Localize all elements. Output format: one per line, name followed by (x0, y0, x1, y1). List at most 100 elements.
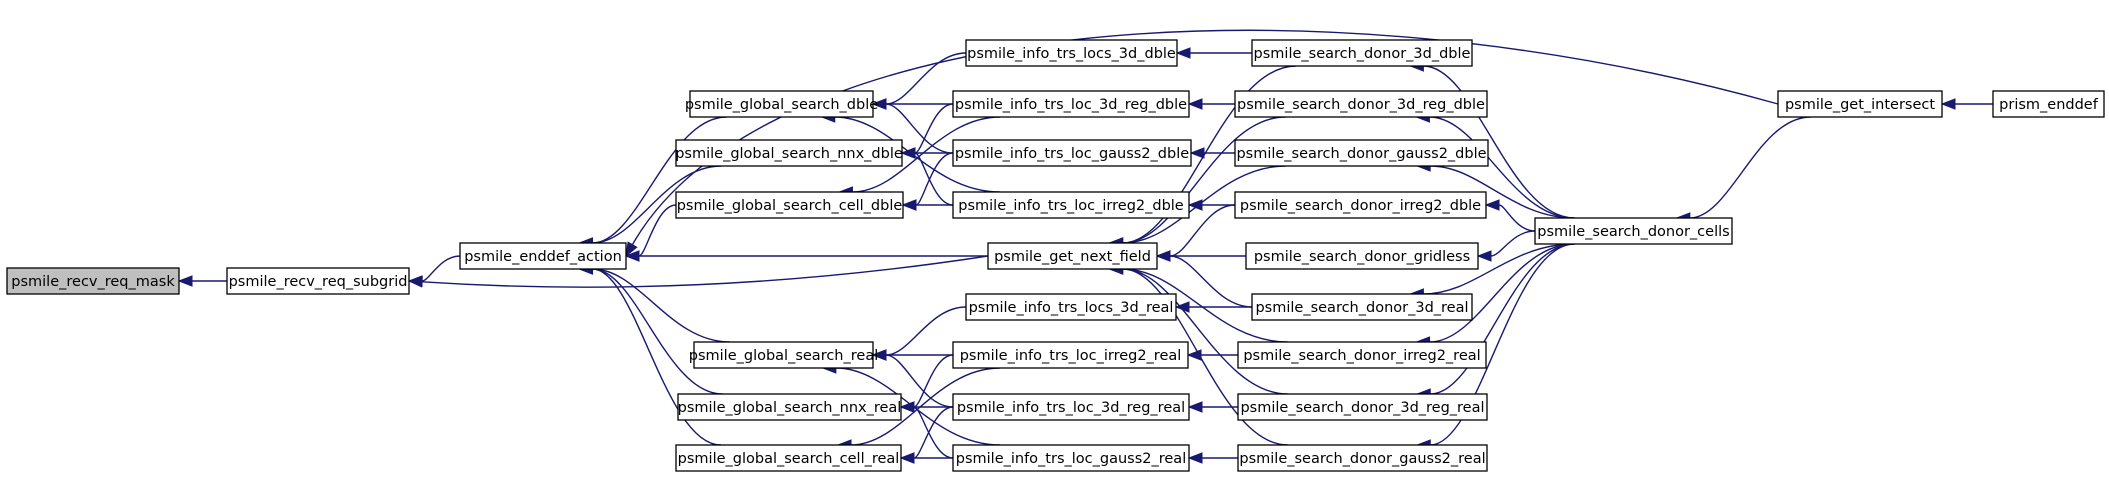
node-box[interactable] (1992, 90, 2105, 118)
node-global_search_cell_real[interactable]: psmile_global_search_cell_real (675, 444, 902, 472)
edge-search_donor_3d_reg_dble-to-get_next_field (1108, 116, 1286, 249)
arrowhead-icon (1189, 147, 1205, 159)
node-box[interactable] (1251, 39, 1473, 67)
node-get_next_field[interactable]: psmile_get_next_field (987, 242, 1158, 270)
node-search_donor_3d_reg_real[interactable]: psmile_search_donor_3d_reg_real (1237, 393, 1488, 421)
edge-line (1429, 243, 1575, 343)
node-global_search_nnx_real[interactable]: psmile_global_search_nnx_real (677, 393, 902, 421)
edge-line (915, 152, 954, 206)
node-enddef_action[interactable]: psmile_enddef_action (459, 242, 627, 270)
node-box[interactable] (952, 139, 1192, 167)
node-box[interactable] (952, 191, 1190, 219)
node-box[interactable] (1234, 139, 1489, 167)
node-box[interactable] (677, 393, 902, 421)
edge-line (1423, 65, 1575, 219)
node-box[interactable] (1234, 191, 1487, 219)
node-search_donor_gauss2_real[interactable]: psmile_search_donor_gauss2_real (1237, 444, 1488, 472)
node-recv_req_subgrid[interactable]: psmile_recv_req_subgrid (226, 267, 410, 295)
edge-line (1430, 165, 1575, 219)
node-get_intersect[interactable]: psmile_get_intersect (1777, 90, 1943, 118)
node-info_trs_loc_irreg2_real[interactable]: psmile_info_trs_loc_irreg2_real (952, 341, 1189, 369)
node-search_donor_3d_real[interactable]: psmile_search_donor_3d_real (1251, 293, 1473, 321)
edge-search_donor_irreg2_dble-to-info_trs_loc_irreg2_dble (1187, 199, 1235, 211)
node-search_donor_3d_reg_dble[interactable]: psmile_search_donor_3d_reg_dble (1234, 90, 1488, 118)
node-box[interactable] (952, 444, 1190, 472)
edge-line (1689, 116, 1811, 219)
node-prism_enddef[interactable]: prism_enddef (1992, 90, 2105, 118)
node-info_trs_loc_3d_reg_dble[interactable]: psmile_info_trs_loc_3d_reg_dble (952, 90, 1190, 118)
node-label: psmile_info_trs_loc_3d_reg_real (957, 400, 1185, 416)
node-search_donor_irreg2_dble[interactable]: psmile_search_donor_irreg2_dble (1234, 191, 1487, 219)
node-info_trs_locs_3d_real[interactable]: psmile_info_trs_locs_3d_real (965, 293, 1177, 321)
node-box[interactable] (226, 267, 410, 295)
node-box[interactable] (689, 90, 874, 118)
node-search_donor_3d_dble[interactable]: psmile_search_donor_3d_dble (1251, 39, 1473, 67)
node-global_search_dble[interactable]: psmile_global_search_dble (685, 90, 878, 118)
arrowhead-icon (407, 276, 423, 288)
node-label: psmile_search_donor_irreg2_real (1243, 348, 1480, 364)
node-box[interactable] (1251, 293, 1473, 321)
node-box[interactable] (693, 341, 874, 369)
node-label: psmile_search_donor_3d_reg_real (1240, 400, 1484, 416)
edge-line (1490, 230, 1536, 257)
arrowhead-icon (899, 401, 915, 413)
node-global_search_cell_dble[interactable]: psmile_global_search_cell_dble (675, 191, 904, 219)
node-box[interactable] (1777, 90, 1943, 118)
node-box[interactable] (965, 39, 1178, 67)
node-box[interactable] (952, 393, 1190, 421)
node-global_search_real[interactable]: psmile_global_search_real (689, 341, 878, 369)
node-box[interactable] (1534, 217, 1733, 245)
edge-search_donor_gauss2_dble-to-info_trs_loc_gauss2_dble (1189, 147, 1235, 159)
node-label: psmile_recv_req_mask (11, 274, 175, 290)
edge-line (1430, 243, 1575, 446)
edge-line (1429, 116, 1575, 219)
node-label: psmile_global_search_cell_real (678, 451, 900, 467)
node-box[interactable] (952, 341, 1189, 369)
node-info_trs_loc_gauss2_dble[interactable]: psmile_info_trs_loc_gauss2_dble (952, 139, 1192, 167)
node-box[interactable] (1237, 393, 1488, 421)
edge-line (1169, 255, 1253, 308)
node-label: psmile_get_next_field (994, 249, 1151, 265)
node-box[interactable] (1245, 242, 1479, 270)
edge-line (592, 268, 730, 343)
edge-search_donor_gauss2_real-to-info_trs_loc_gauss2_real (1187, 452, 1239, 464)
node-box[interactable] (965, 293, 1177, 321)
edge-recv_req_subgrid-to-recv_req_mask (177, 275, 227, 287)
node-box[interactable] (952, 90, 1190, 118)
node-box[interactable] (459, 242, 627, 270)
arrowhead-icon (1484, 199, 1500, 211)
node-box[interactable] (675, 191, 904, 219)
arrowhead-icon (899, 452, 915, 464)
node-label: psmile_info_trs_loc_3d_reg_dble (955, 97, 1187, 113)
node-label: psmile_info_trs_loc_gauss2_real (956, 451, 1186, 467)
node-box[interactable] (987, 242, 1158, 270)
node-label: psmile_search_donor_gauss2_dble (1236, 146, 1486, 162)
edge-line (1122, 268, 1288, 446)
edge-get_next_field-to-recv_req_subgrid (407, 255, 989, 288)
node-search_donor_cells[interactable]: psmile_search_donor_cells (1534, 217, 1733, 245)
node-label: psmile_info_trs_locs_3d_dble (967, 46, 1176, 62)
node-box[interactable] (1237, 341, 1487, 369)
node-global_search_nnx_dble[interactable]: psmile_global_search_nnx_dble (675, 139, 903, 167)
edge-line (885, 103, 954, 154)
node-box[interactable] (6, 267, 180, 295)
edge-info_trs_locs_3d_real-to-global_search_real (871, 306, 967, 361)
node-box[interactable] (1237, 444, 1488, 472)
node-info_trs_locs_3d_dble[interactable]: psmile_info_trs_locs_3d_dble (965, 39, 1178, 67)
node-info_trs_loc_gauss2_real[interactable]: psmile_info_trs_loc_gauss2_real (952, 444, 1190, 472)
node-box[interactable] (1234, 90, 1488, 118)
node-search_donor_gauss2_dble[interactable]: psmile_search_donor_gauss2_dble (1234, 139, 1489, 167)
node-info_trs_loc_irreg2_dble[interactable]: psmile_info_trs_loc_irreg2_dble (952, 191, 1190, 219)
node-search_donor_gridless[interactable]: psmile_search_donor_gridless (1245, 242, 1479, 270)
node-box[interactable] (675, 444, 902, 472)
edge-search_donor_3d_reg_real-to-info_trs_loc_3d_reg_real (1187, 401, 1239, 413)
edge-global_search_nnx_real-to-enddef_action (578, 263, 723, 395)
edge-line (1498, 204, 1536, 232)
node-info_trs_loc_3d_reg_real[interactable]: psmile_info_trs_loc_3d_reg_real (952, 393, 1190, 421)
edge-search_donor_cells-to-search_donor_gridless (1476, 230, 1536, 262)
edge-line (421, 255, 461, 282)
edge-line (1122, 165, 1286, 244)
node-search_donor_irreg2_real[interactable]: psmile_search_donor_irreg2_real (1237, 341, 1487, 369)
node-recv_req_mask[interactable]: psmile_recv_req_mask (6, 267, 180, 295)
node-box[interactable] (675, 139, 903, 167)
